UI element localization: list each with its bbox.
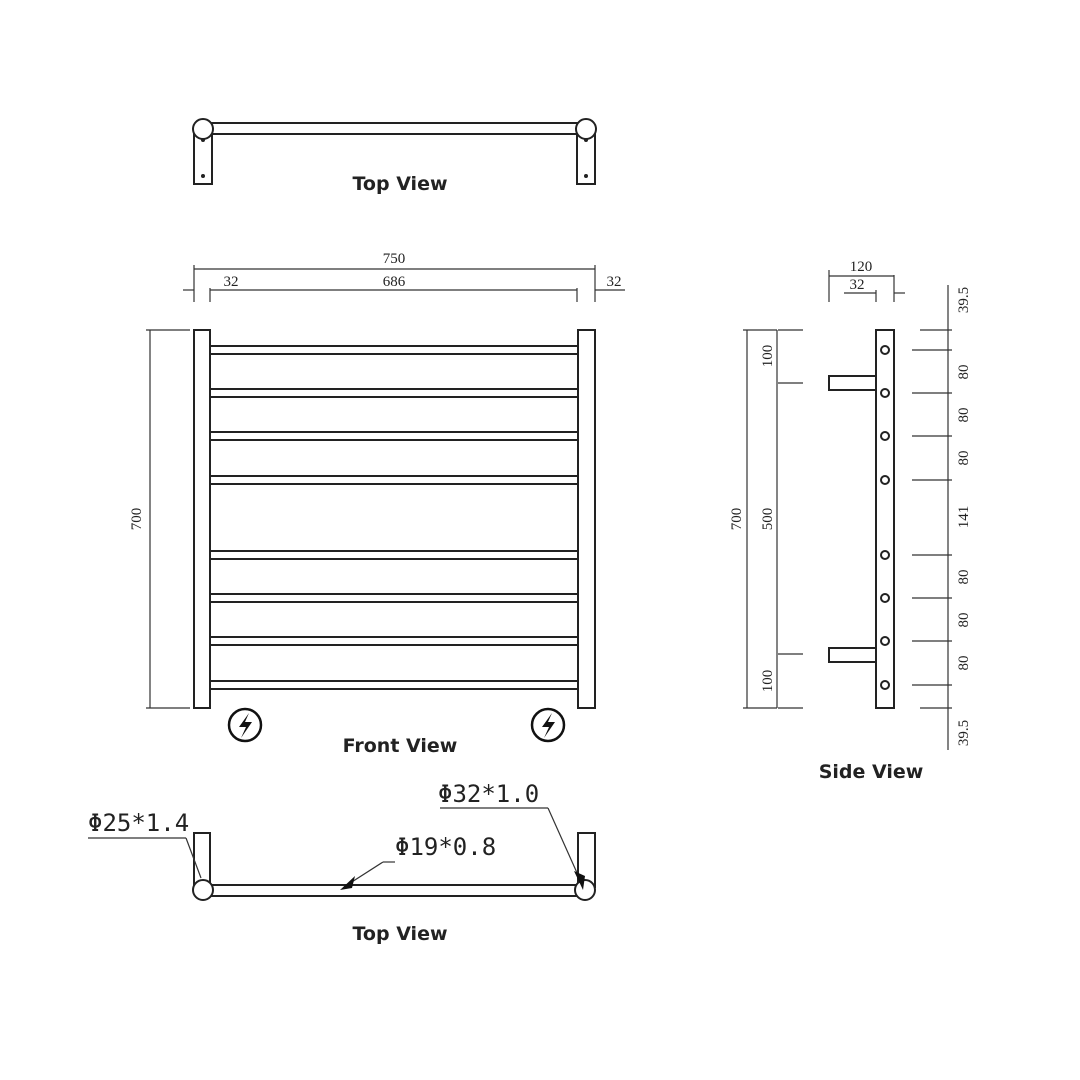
top-view-lower: Φ25*1.4 Φ19*0.8 Φ32*1.0 Top View bbox=[88, 780, 596, 945]
top-view-caption: Top View bbox=[352, 923, 447, 945]
rail bbox=[209, 680, 579, 690]
dim-left-post: 32 bbox=[224, 274, 239, 290]
dim-spacing: 80 bbox=[956, 570, 972, 585]
dim-post: 32 bbox=[850, 277, 865, 293]
rail-group-lower bbox=[209, 550, 579, 690]
dim-spacing: 80 bbox=[956, 613, 972, 628]
rail bbox=[209, 550, 579, 560]
left-post-end bbox=[192, 118, 214, 140]
top-view-caption: Top View bbox=[352, 173, 447, 195]
rail-section bbox=[880, 431, 890, 441]
dim-right-post: 32 bbox=[607, 274, 622, 290]
dim-height: 700 bbox=[129, 508, 145, 531]
rail-section bbox=[880, 636, 890, 646]
rail bbox=[209, 636, 579, 646]
spec-left-post: Φ25*1.4 bbox=[88, 809, 189, 837]
dim-inner-width: 686 bbox=[383, 274, 406, 290]
rail bbox=[209, 475, 579, 485]
lower-wall-bracket bbox=[828, 647, 878, 663]
rail bbox=[209, 388, 579, 398]
dim-depth: 120 bbox=[850, 259, 873, 275]
right-post-end bbox=[574, 879, 596, 901]
dim-bracket-span: 500 bbox=[760, 508, 776, 531]
rail-group-upper bbox=[209, 345, 579, 485]
side-post bbox=[875, 329, 895, 709]
lightning-bolt-icon bbox=[530, 707, 566, 743]
dim-spacing: 39.5 bbox=[956, 287, 972, 313]
left-post-end bbox=[192, 879, 214, 901]
dim-side-height: 700 bbox=[729, 508, 745, 531]
dim-bottom-to-bracket: 100 bbox=[760, 670, 776, 693]
rail bbox=[209, 593, 579, 603]
dim-spacing: 80 bbox=[956, 408, 972, 423]
rail-section bbox=[880, 593, 890, 603]
rail bbox=[209, 345, 579, 355]
dim-spacing: 39.5 bbox=[956, 720, 972, 746]
upper-wall-bracket bbox=[828, 375, 878, 391]
rail-section bbox=[880, 345, 890, 355]
side-view: 120 32 700 100 500 100 bbox=[729, 259, 972, 783]
front-view: 750 32 686 32 700 bbox=[129, 251, 625, 757]
right-post bbox=[577, 329, 596, 709]
rail-section bbox=[880, 475, 890, 485]
lightning-bolt-icon bbox=[227, 707, 263, 743]
right-post-end bbox=[575, 118, 597, 140]
dim-overall-width: 750 bbox=[383, 251, 406, 267]
spec-right-post: Φ32*1.0 bbox=[438, 780, 539, 808]
side-view-caption: Side View bbox=[819, 761, 924, 783]
front-view-caption: Front View bbox=[343, 735, 458, 757]
dim-spacing: 80 bbox=[956, 656, 972, 671]
dim-spacing: 80 bbox=[956, 451, 972, 466]
spec-rail-tube: Φ19*0.8 bbox=[395, 833, 496, 861]
left-post bbox=[193, 329, 211, 709]
dim-top-to-bracket: 100 bbox=[760, 345, 776, 368]
left-wall-bracket bbox=[193, 832, 211, 888]
rail-section bbox=[880, 680, 890, 690]
rail-section bbox=[880, 550, 890, 560]
dim-spacing: 80 bbox=[956, 365, 972, 380]
rail bbox=[209, 431, 579, 441]
top-view-upper: Top View bbox=[192, 118, 597, 195]
dim-spacing: 141 bbox=[956, 506, 972, 529]
rail-section bbox=[880, 388, 890, 398]
